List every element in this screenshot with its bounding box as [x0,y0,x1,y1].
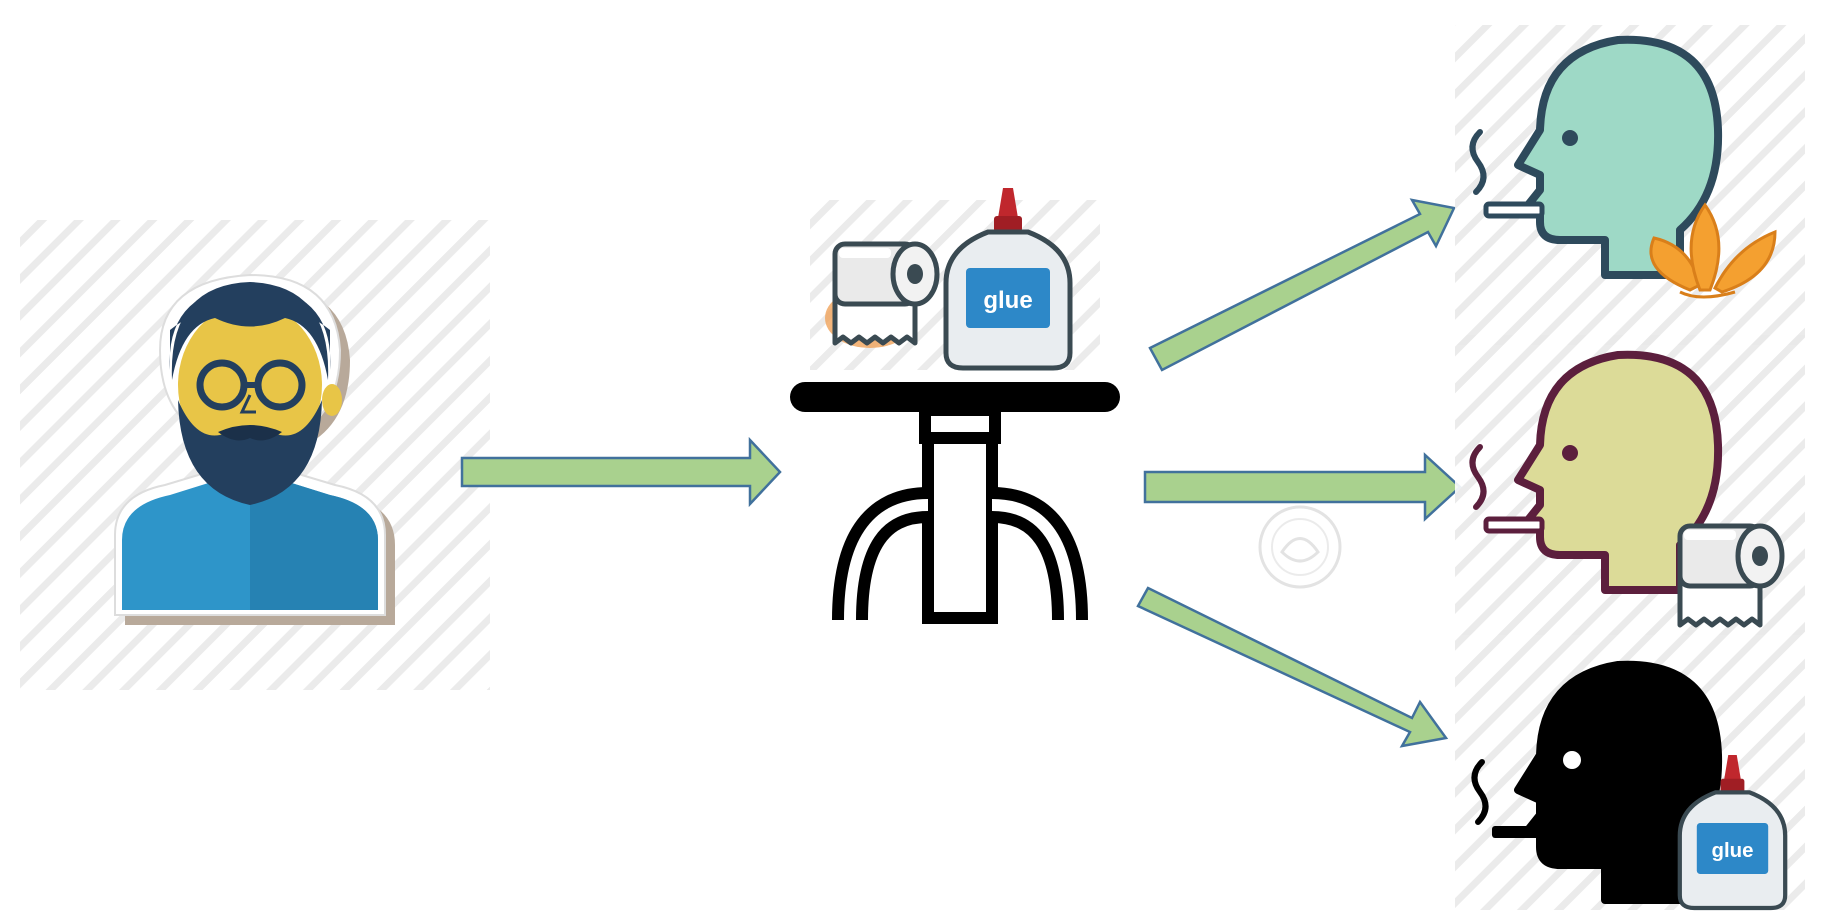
smoking-head-icon [1469,350,1723,594]
glue-label-text: glue [983,287,1032,314]
bearded-man-icon [114,273,395,625]
smoker-tobacco-node [1455,25,1805,345]
glue-bottle-icon: glue [1677,755,1788,911]
tobacco-leaf-icon [1649,202,1777,299]
toilet-paper-roll-icon [825,244,937,348]
smoking-head-icon [1469,35,1723,279]
arrow-table-to-paper-smoker [1143,452,1462,522]
table-node: glue [790,188,1120,624]
watermark-seal [1258,505,1342,589]
person-node [20,220,490,690]
smoker-glue-node: glue [1455,630,1805,911]
glue-bottle-icon: glue [943,188,1073,371]
smoker-paper-node [1455,335,1805,635]
table-icon [790,382,1120,624]
glue-label-text: glue [1712,840,1754,862]
arrow-table-to-glue-smoker [1136,586,1449,748]
arrow-table-to-tobacco-smoker [1148,198,1456,372]
arrow-person-to-table [460,436,782,508]
